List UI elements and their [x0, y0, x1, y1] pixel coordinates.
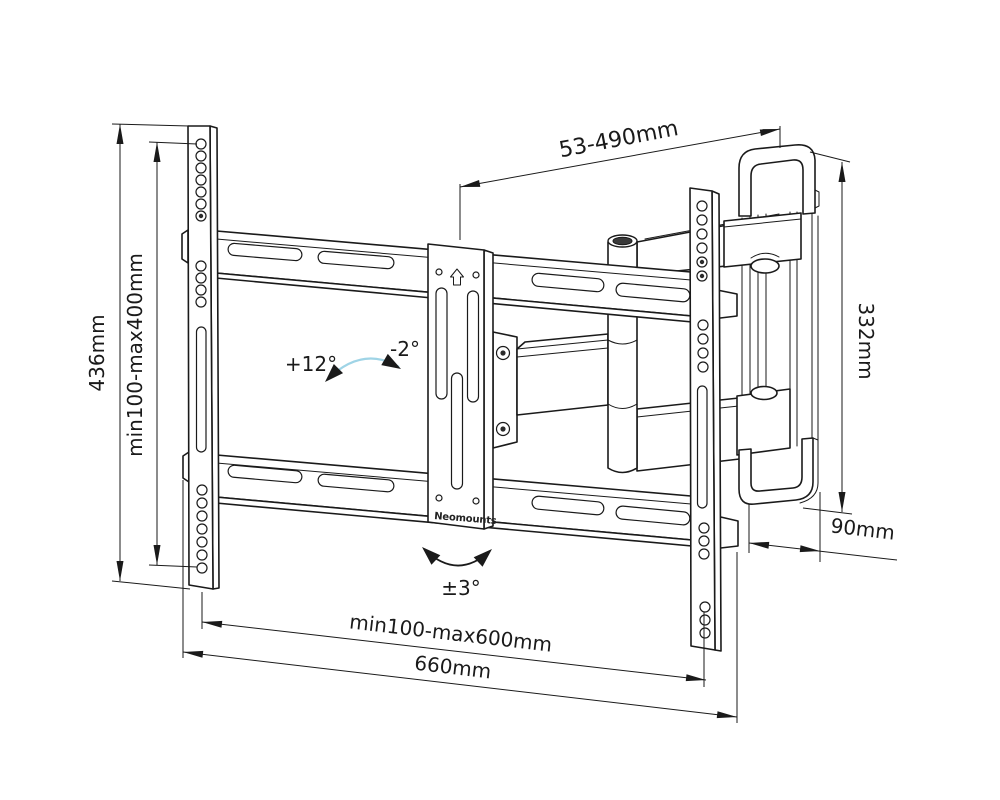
vesa-slot	[466, 290, 480, 403]
level-adjustment-label: ±3°	[441, 576, 480, 600]
swivel-negative-label: -2°	[390, 337, 420, 361]
dim-vesa-vertical-label: min100-max400mm	[123, 253, 147, 457]
mounting-holes	[195, 138, 208, 574]
panel-hook-tab	[181, 229, 189, 264]
swivel-annotation: +12° -2°	[285, 337, 420, 387]
wall-plate	[723, 143, 820, 506]
dim-vesa-horizontal-label: min100-max600mm	[348, 609, 553, 656]
dimension-annotations: 436mm min100-max400mm 53-490mm	[85, 116, 898, 723]
dim-wall-plate-height: 332mm	[802, 151, 878, 515]
brand-logo: Neomounts	[434, 511, 497, 527]
dim-bracket-height: 436mm	[85, 123, 191, 590]
dim-extension-range-label: 53-490mm	[557, 116, 680, 163]
mounting-holes	[696, 200, 711, 639]
swivel-positive-label: +12°	[285, 352, 337, 376]
vesa-plate-side-flange	[483, 249, 494, 530]
vesa-adapter-plate: Neomounts	[427, 243, 497, 530]
vesa-slot	[435, 287, 448, 400]
dim-vesa-vertical: min100-max400mm	[123, 141, 198, 568]
tv-bracket-right-rail	[689, 187, 739, 652]
lower-arm-front-segment	[516, 333, 609, 416]
dim-wall-plate-height-label: 332mm	[854, 302, 878, 379]
vesa-slot	[450, 372, 464, 490]
dim-bracket-width: 660mm	[182, 480, 738, 723]
adjustment-slot	[696, 385, 708, 509]
wall-plate-top-cap	[738, 143, 816, 217]
level-annotation: ±3°	[417, 542, 497, 600]
dim-wall-plate-depth-label: 90mm	[829, 513, 896, 544]
dim-bracket-width-label: 660mm	[413, 651, 492, 684]
wall-plate-bottom-cap	[738, 437, 814, 506]
tv-bracket-left-rail	[181, 125, 220, 590]
dim-bracket-height-label: 436mm	[85, 314, 109, 391]
up-arrow-icon	[450, 268, 464, 286]
upper-hinge-pivot	[750, 258, 780, 274]
adjustment-slot	[195, 326, 207, 453]
lower-hinge-pivot	[750, 385, 778, 401]
upper-hinge-housing	[723, 212, 802, 268]
